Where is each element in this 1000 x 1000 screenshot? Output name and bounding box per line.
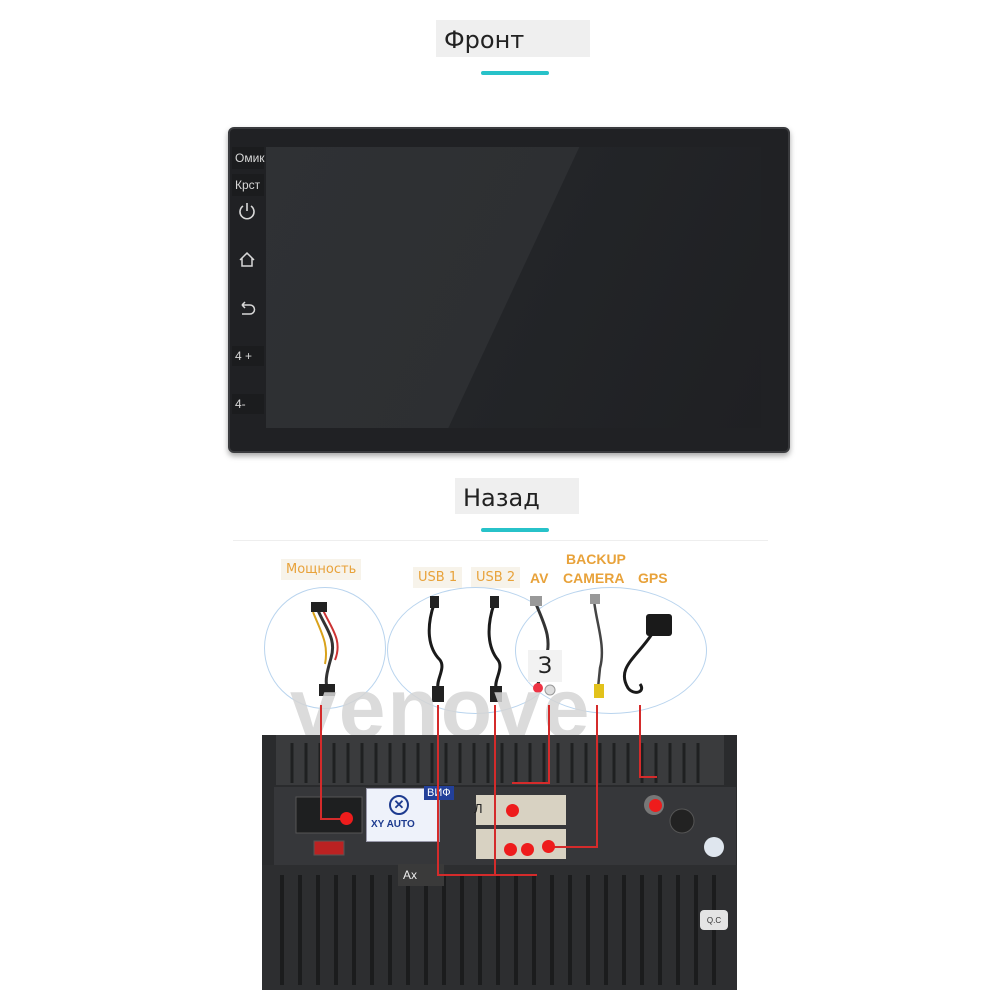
label-power: Мощность [281,559,362,580]
volume-up-button[interactable]: 4 + [232,346,264,366]
red-line-av [548,705,550,783]
volume-down-button[interactable]: 4- [232,394,264,414]
marker-usb2 [521,843,534,856]
back-title: Назад [455,478,579,514]
red-line-usb2 [494,705,496,875]
volume-down-label: 4- [235,397,246,411]
qc-sticker: Q.C [700,910,728,930]
back-accent-bar [481,528,549,532]
red-line-av-h [512,782,550,784]
marker-av [506,804,519,817]
marker-usb1 [504,843,517,856]
label-gps: GPS [638,570,668,586]
harness-left-label: Л [474,801,483,816]
marker-power [340,812,353,825]
red-line-usb-h [437,874,537,876]
volume-up-label: 4 + [235,349,253,363]
side-button-mic[interactable]: Омик [232,147,265,169]
side-button-reset-label: Крст [235,178,261,192]
red-line-camera-h [550,846,598,848]
label-camera: CAMERA [563,570,625,586]
home-icon[interactable] [234,247,260,273]
side-button-reset[interactable]: Крст [232,174,264,196]
av-sub-label: З [528,650,562,682]
sticker-logo-icon: ✕ [389,795,409,815]
back-icon[interactable] [234,296,260,322]
marker-gps [649,799,662,812]
label-usb1: USB 1 [413,567,463,588]
ax-label: Ax [398,864,444,886]
red-line-power [320,705,322,820]
heatsink-fins-graphic [262,735,737,990]
red-line-camera [596,705,598,847]
red-line-usb1 [437,705,439,875]
head-unit-screen [266,147,761,428]
side-button-mic-label: Омик [235,151,265,165]
front-accent-bar [481,71,549,75]
head-unit-rear [262,735,737,990]
usb-circle [387,587,564,714]
power-harness-circle [264,587,386,709]
marker-camera [542,840,555,853]
front-title: Фронт [436,20,590,57]
red-line-gps-h [639,776,657,778]
power-harness-icon [311,602,339,696]
label-usb2: USB 2 [471,567,521,588]
label-backup: BACKUP [566,551,626,567]
usb-cables-icon [427,596,502,702]
label-av: AV [530,570,549,586]
red-line-power-h [320,818,348,820]
sticker-brand: XY AUTO [371,819,415,830]
red-line-gps [639,705,641,777]
power-icon[interactable] [234,198,260,224]
av-camera-gps-circle [515,587,707,714]
divider-strip [443,463,593,473]
section-rule [233,540,768,541]
